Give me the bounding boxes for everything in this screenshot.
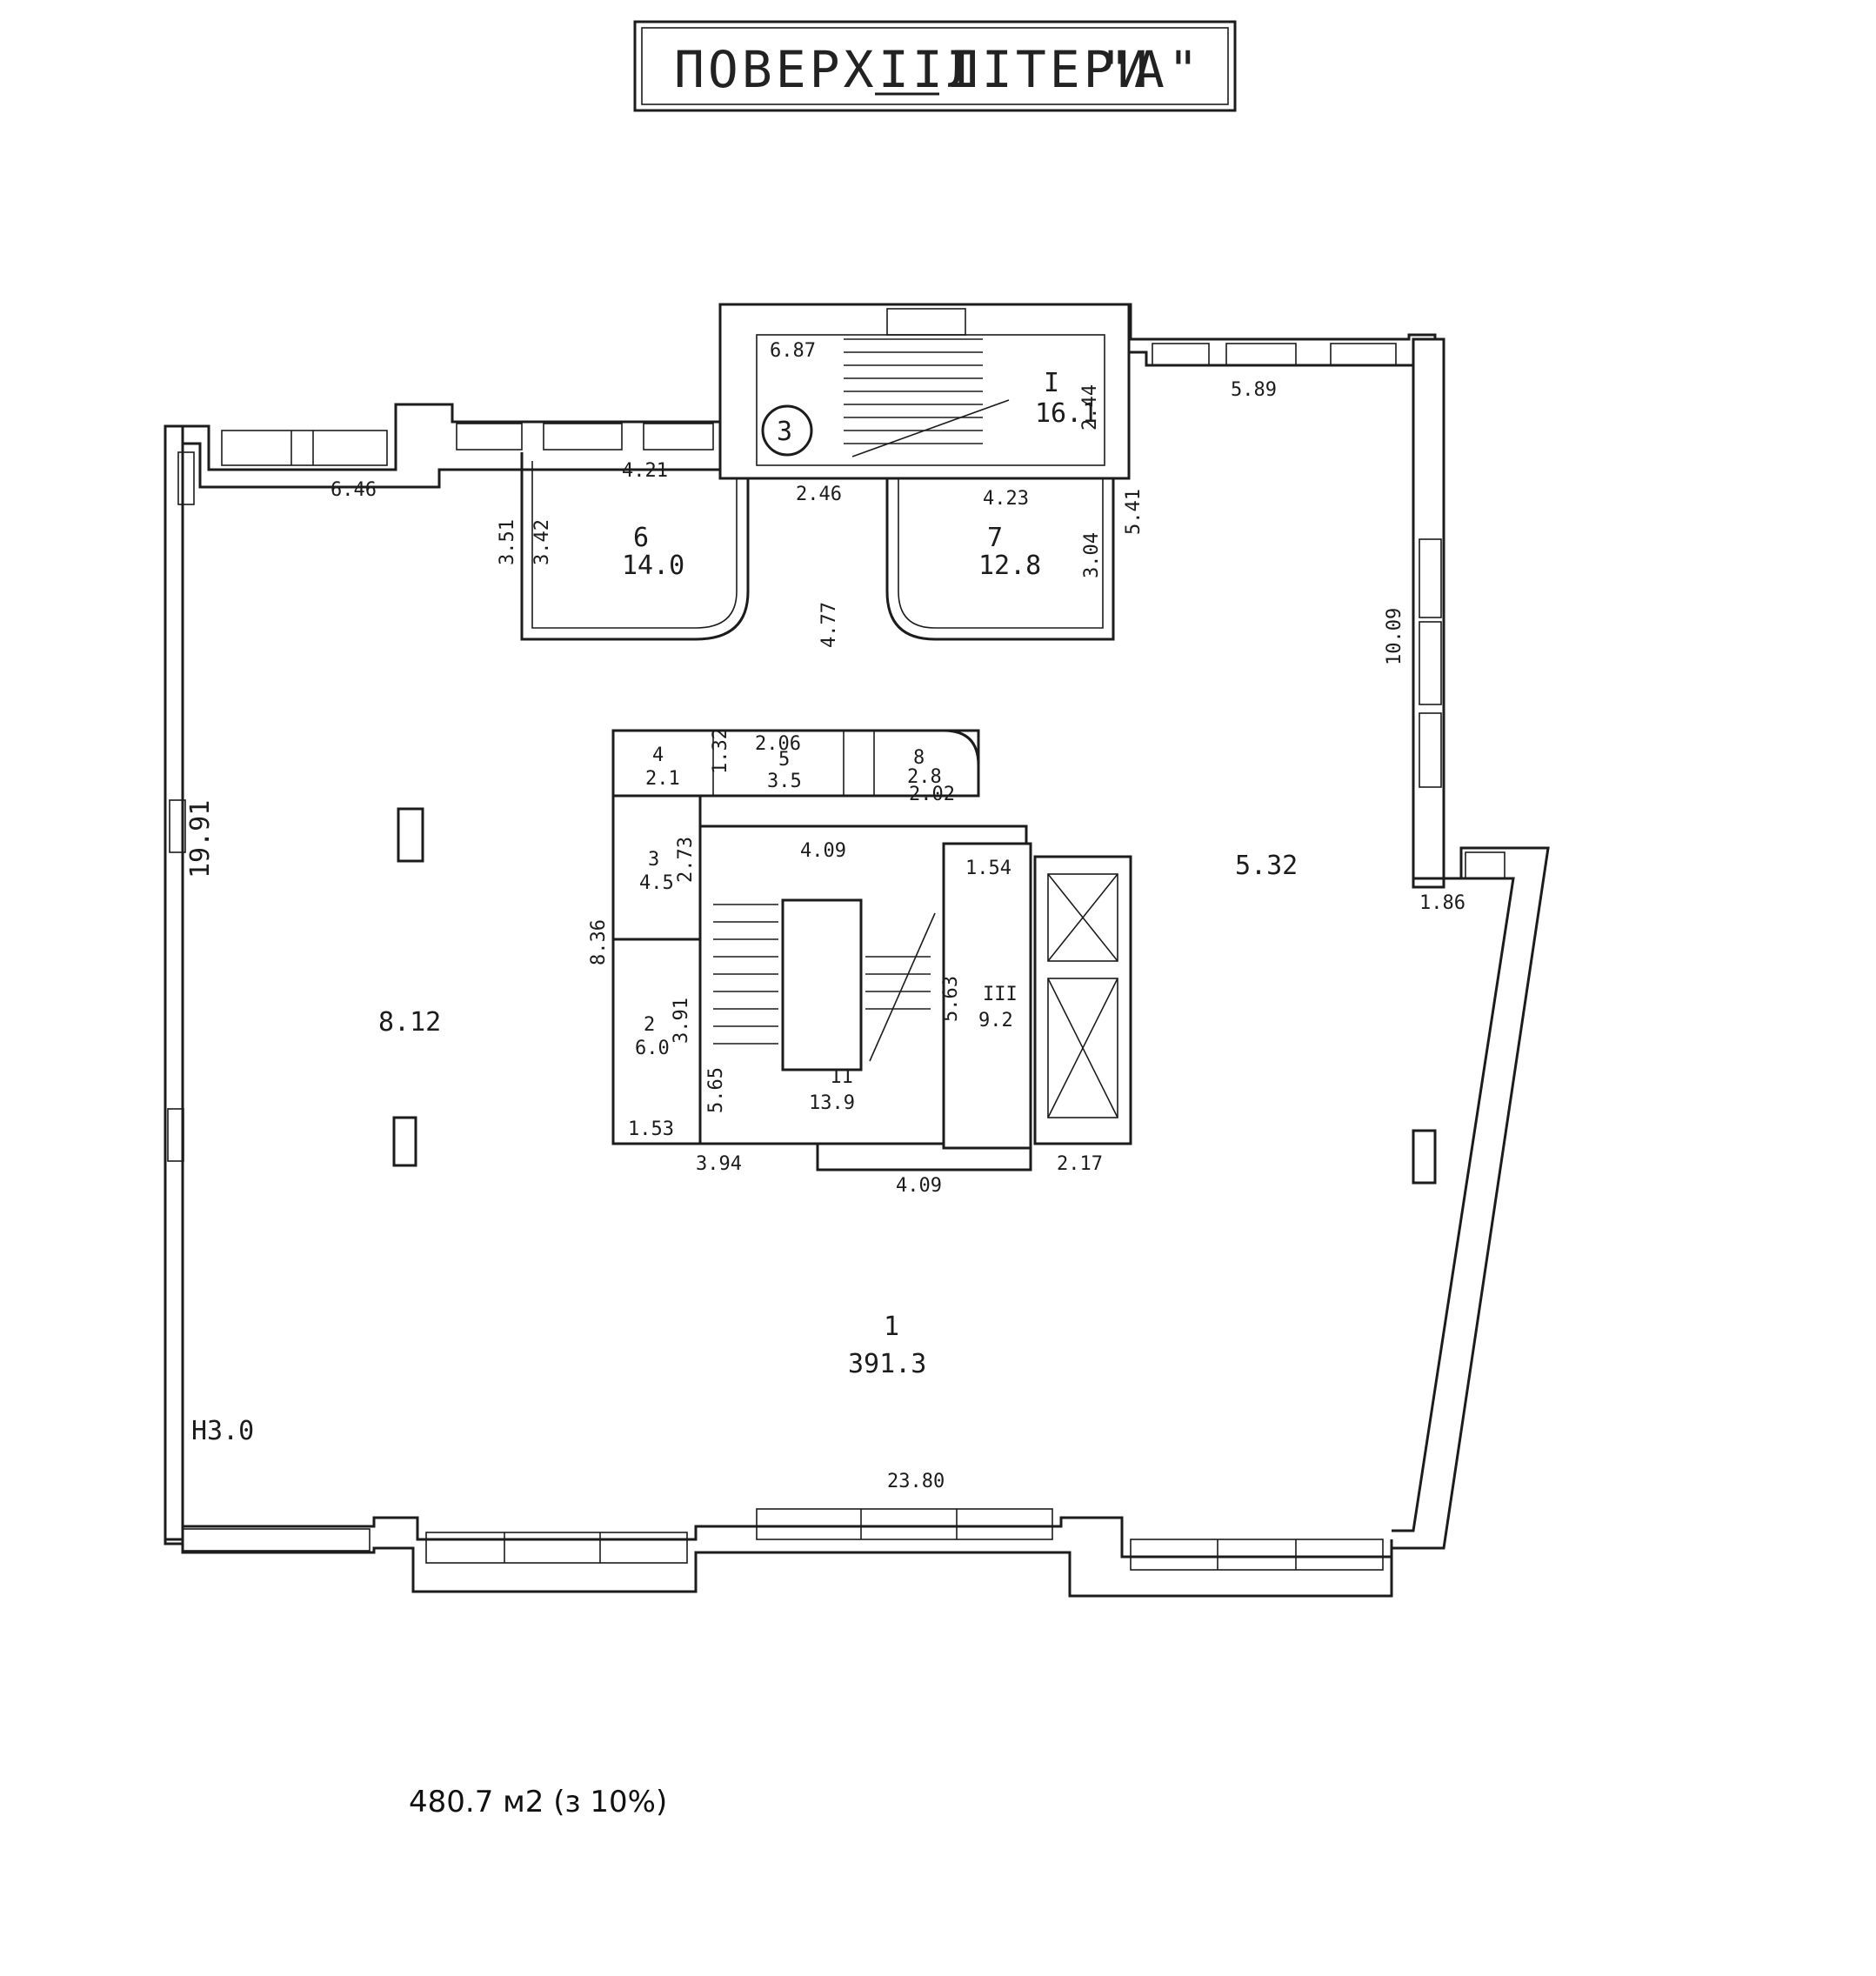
dim-4-09-bottom: 4.09 xyxy=(896,1175,942,1197)
dim-3-94: 3.94 xyxy=(696,1153,742,1175)
title-floor: III xyxy=(878,40,980,99)
column xyxy=(1412,1129,1437,1185)
dimension-labels: 6.87 2.44 5.89 6.46 4.21 2.46 4.23 3.51 … xyxy=(185,340,1465,1492)
room-6-number: 6 xyxy=(633,523,649,553)
room-I-number: I xyxy=(1044,368,1059,398)
dim-8-12: 8.12 xyxy=(378,1007,441,1038)
title-prefix: ПОВЕРХ xyxy=(674,40,878,99)
dim-5-89: 5.89 xyxy=(1231,379,1277,401)
dim-1-32: 1.32 xyxy=(710,728,731,774)
room-2-area: 6.0 xyxy=(635,1038,670,1059)
central-core xyxy=(611,729,1132,1172)
dim-5-32: 5.32 xyxy=(1235,851,1298,881)
dim-1-54: 1.54 xyxy=(965,858,1011,879)
room-II-area: 13.9 xyxy=(809,1092,855,1114)
room-I-area: 16.1 xyxy=(1035,398,1098,429)
room-5-number: 5 xyxy=(778,749,790,771)
room-7-number: 7 xyxy=(987,523,1003,553)
stair-mark: 3 xyxy=(777,417,792,447)
room-4-area: 2.1 xyxy=(645,768,680,790)
dim-4-21: 4.21 xyxy=(622,460,668,482)
room-III-area: 9.2 xyxy=(978,1010,1013,1031)
dim-2-44: 2.44 xyxy=(1079,384,1101,431)
room-labels: 1 391.3 2 6.0 3 4.5 4 2.1 5 3.5 6 14.0 7… xyxy=(622,368,1098,1379)
dim-6-87: 6.87 xyxy=(770,340,816,362)
room-2-number: 2 xyxy=(644,1014,655,1036)
room-7-walls xyxy=(885,478,1115,641)
room-3-area: 4.5 xyxy=(639,872,674,894)
dim-1-86: 1.86 xyxy=(1419,892,1465,914)
dim-6-46: 6.46 xyxy=(330,479,377,501)
dim-2-46: 2.46 xyxy=(796,484,842,505)
dim-4-23: 4.23 xyxy=(983,488,1029,510)
dim-5-65: 5.65 xyxy=(705,1067,727,1113)
title-letter: "А" xyxy=(1100,40,1202,99)
room-8-area: 2.8 xyxy=(907,766,942,788)
stair-II-treads xyxy=(713,904,936,1062)
room-7-area: 12.8 xyxy=(978,551,1041,581)
dim-23-80: 23.80 xyxy=(887,1471,945,1492)
stair-I-treads xyxy=(844,308,1010,457)
dim-2-02: 2.02 xyxy=(909,784,955,805)
room-6-walls xyxy=(520,452,750,641)
room-1-number: 1 xyxy=(884,1312,899,1342)
dim-4-09-top: 4.09 xyxy=(800,840,846,862)
dim-3-04: 3.04 xyxy=(1081,532,1103,578)
title-middle: ЛІТЕРИ xyxy=(948,40,1152,99)
dim-2-06: 2.06 xyxy=(755,733,801,755)
dim-3-51: 3.51 xyxy=(497,519,518,565)
room-8-number: 8 xyxy=(913,747,925,769)
dim-2-73: 2.73 xyxy=(675,837,697,883)
dim-4-77: 4.77 xyxy=(818,602,840,648)
dim-1-53: 1.53 xyxy=(628,1118,674,1140)
dim-10-09: 10.09 xyxy=(1384,608,1405,665)
room-II-number: II xyxy=(831,1066,854,1088)
room-3-number: 3 xyxy=(648,849,659,871)
outer-walls: 3 xyxy=(164,303,1550,1598)
dim-19-91: 19.91 xyxy=(185,800,216,878)
column xyxy=(392,1116,417,1167)
dim-2-17: 2.17 xyxy=(1057,1153,1103,1175)
room-4-number: 4 xyxy=(652,744,664,766)
dim-5-41: 5.41 xyxy=(1123,489,1145,535)
area-caption: 480.7 м2 (з 10%) xyxy=(409,1785,668,1819)
title-stamp: ПОВЕРХ III ЛІТЕРИ "А" xyxy=(633,20,1237,112)
dim-3-42: 3.42 xyxy=(531,519,553,565)
height-label: H3.0 xyxy=(191,1416,254,1446)
dim-8-36: 8.36 xyxy=(588,919,610,965)
room-III-number: III xyxy=(983,984,1018,1005)
dim-3-91: 3.91 xyxy=(671,998,692,1044)
room-6-area: 14.0 xyxy=(622,551,684,581)
room-1-area: 391.3 xyxy=(848,1349,926,1379)
dim-5-63: 5.63 xyxy=(940,976,962,1022)
room-5-area: 3.5 xyxy=(767,771,802,792)
column xyxy=(397,807,424,863)
